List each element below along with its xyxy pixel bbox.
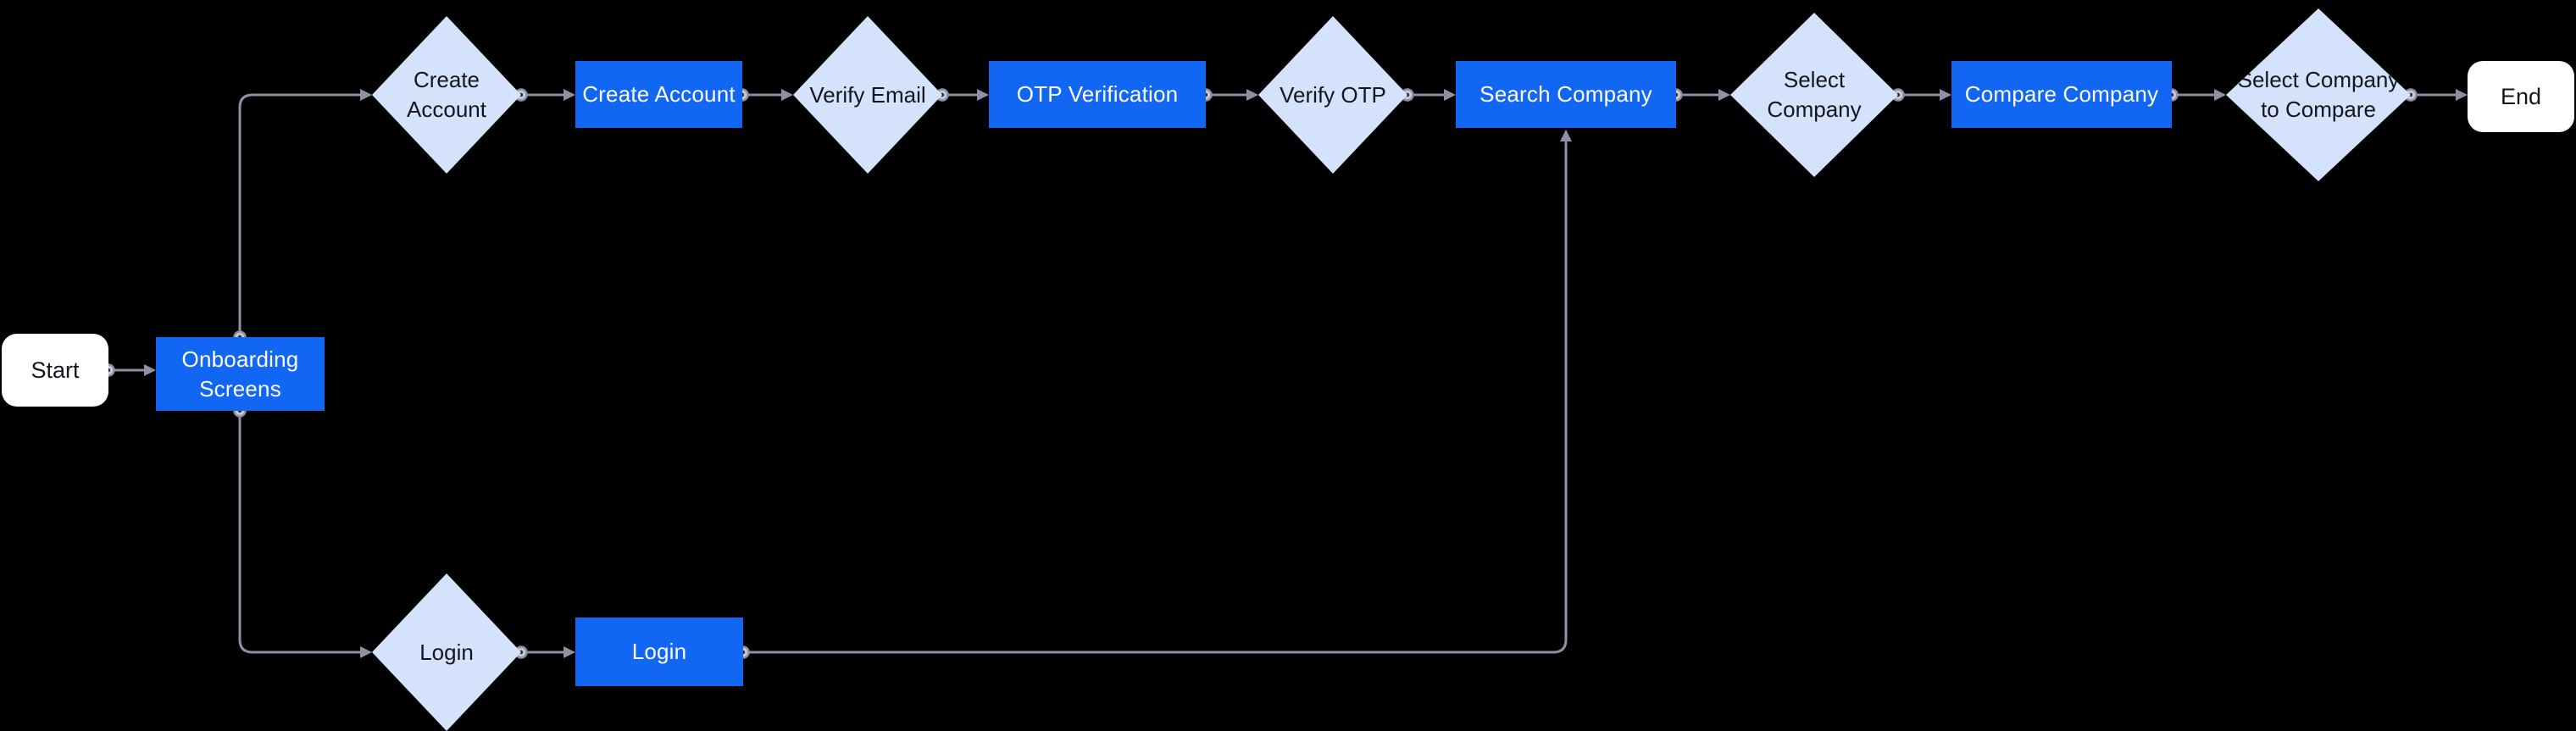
arrowhead-icon — [144, 364, 156, 376]
node-verify-otp-decision-label: Verify OTP — [1280, 81, 1386, 108]
edge-verify-otp-search[interactable] — [1401, 88, 1457, 102]
edge-create-account-verify-email[interactable] — [736, 88, 794, 102]
node-otp-verification-process-label: OTP Verification — [1016, 81, 1179, 107]
edge-compare-sctc[interactable] — [2165, 88, 2227, 102]
arrowhead-icon — [2456, 89, 2468, 101]
connector-port-dot-icon — [1896, 92, 1901, 97]
arrowhead-icon — [2214, 89, 2226, 101]
node-start[interactable]: Start — [2, 334, 108, 407]
node-otp-verification-process[interactable]: OTP Verification — [989, 61, 1206, 128]
node-create-account-decision-label: Create Account — [407, 67, 486, 122]
arrowhead-icon — [977, 89, 989, 101]
edge-select-compare[interactable] — [1891, 88, 1952, 102]
node-onboarding-screens[interactable]: Onboarding Screens — [156, 337, 325, 411]
edge-onboarding-login[interactable] — [233, 404, 373, 659]
connector-line[interactable] — [238, 93, 360, 337]
node-create-account-process-label: Create Account — [582, 81, 736, 107]
edge-search-select[interactable] — [1669, 88, 1731, 102]
node-search-company-process[interactable]: Search Company — [1456, 61, 1676, 128]
node-login-process[interactable]: Login — [575, 617, 743, 686]
connector-line[interactable] — [238, 411, 360, 654]
arrowhead-icon — [1718, 89, 1730, 101]
connector-port-dot-icon — [2408, 92, 2413, 97]
node-verify-email-decision-label: Verify Email — [809, 81, 926, 108]
node-end-label: End — [2500, 83, 2542, 109]
node-compare-company-process[interactable]: Compare Company — [1951, 61, 2172, 128]
arrowhead-icon — [564, 89, 575, 101]
node-select-company-to-compare-decision-label: Select Company to Compare — [2237, 67, 2400, 122]
node-start-label: Start — [31, 357, 80, 383]
node-create-account-process[interactable]: Create Account — [575, 61, 742, 128]
arrowhead-icon — [1940, 89, 1951, 101]
node-onboarding-screens-label: Onboarding Screens — [181, 346, 299, 401]
node-search-company-process-label: Search Company — [1480, 81, 1652, 107]
edge-login-search[interactable] — [736, 130, 1573, 659]
node-end[interactable]: End — [2468, 61, 2574, 132]
arrowhead-icon — [360, 646, 372, 658]
connector-line[interactable] — [743, 141, 1568, 654]
arrowhead-icon — [1560, 130, 1572, 141]
node-login-decision-label: Login — [419, 639, 474, 665]
edge-verify-email-otp[interactable] — [935, 88, 990, 102]
arrowhead-icon — [564, 646, 575, 658]
edge-onboarding-create-account[interactable] — [233, 89, 373, 344]
node-compare-company-process-label: Compare Company — [1964, 81, 2159, 107]
arrowhead-icon — [360, 89, 372, 101]
edge-otp-verify-otp[interactable] — [1199, 88, 1259, 102]
edge-create-account-d-p[interactable] — [514, 88, 576, 102]
edge-login-d-p[interactable] — [514, 645, 576, 659]
arrowhead-icon — [1246, 89, 1258, 101]
arrowhead-icon — [781, 89, 793, 101]
arrowhead-icon — [1444, 89, 1456, 101]
node-login-process-label: Login — [631, 639, 687, 664]
edge-sctc-end[interactable] — [2404, 88, 2468, 102]
edge-start-onboarding[interactable] — [102, 363, 157, 377]
node-select-company-decision-label: Select Company — [1767, 67, 1862, 122]
